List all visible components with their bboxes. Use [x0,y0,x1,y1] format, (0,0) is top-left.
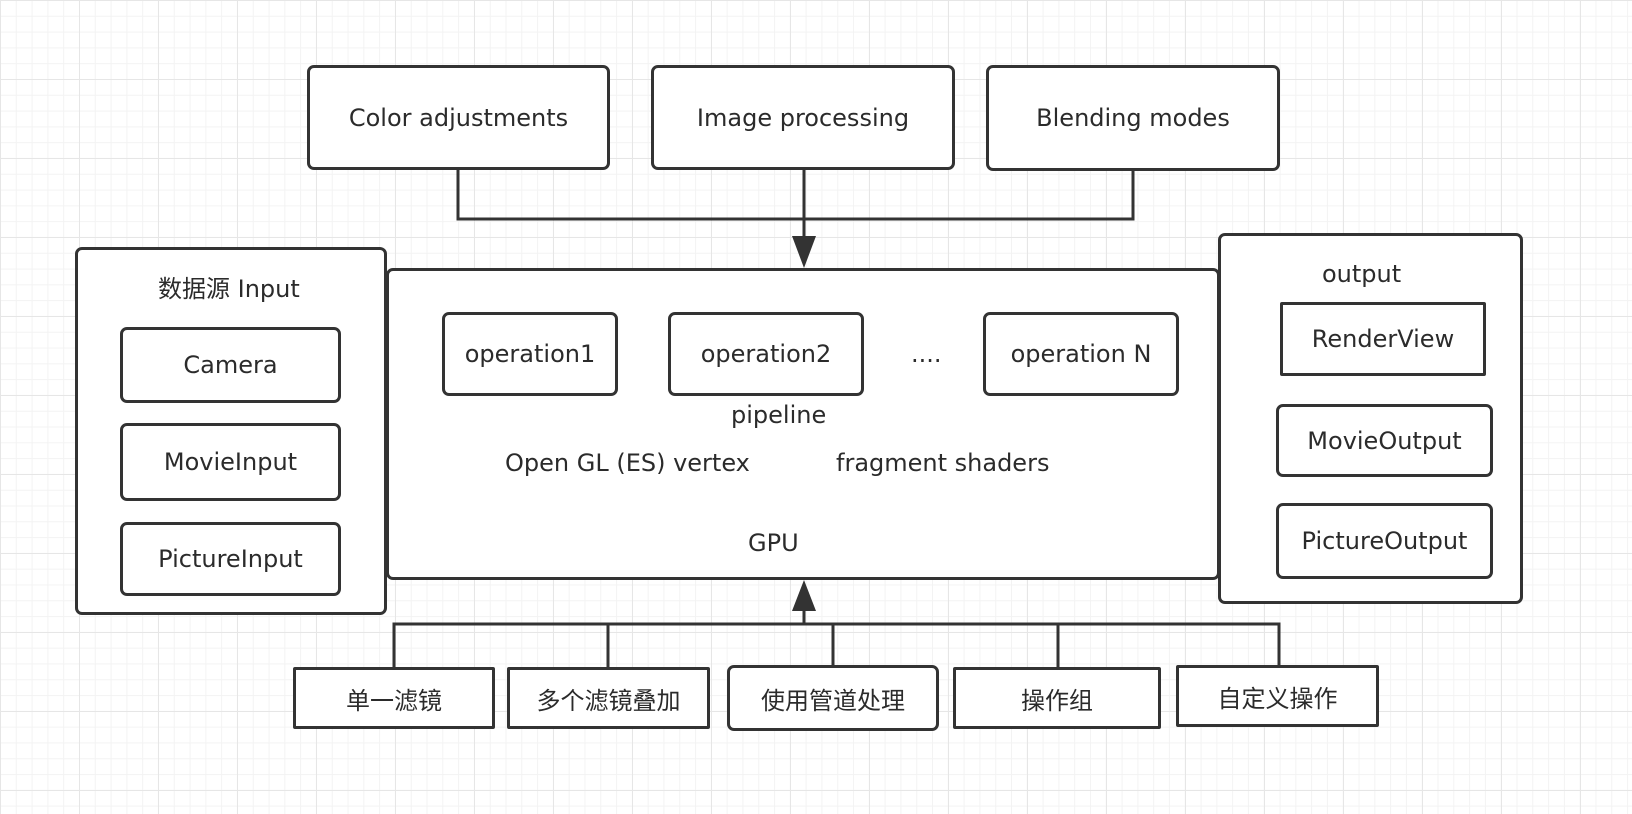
render-view-label: RenderView [1311,325,1455,353]
operation-group-box: 操作组 [953,667,1161,729]
custom-operation-label: 自定义操作 [1217,684,1338,713]
vertex-shader-label: Open GL (ES) vertex [505,449,750,477]
operation1-box: operation1 [442,312,618,396]
input-panel-title: 数据源 Input [158,275,300,303]
single-filter-label: 单一滤镜 [346,686,442,715]
custom-operation-box: 自定义操作 [1176,665,1379,727]
camera-box: Camera [120,327,341,403]
fragment-shader-label: fragment shaders [836,449,1050,477]
arrow-down-to-gpu [792,236,816,268]
pipeline-label: pipeline [731,401,827,429]
operations-ellipsis: .... [911,340,942,368]
image-processing-box: Image processing [651,65,955,170]
connector-usage-bus [392,622,1281,667]
picture-output-box: PictureOutput [1276,503,1493,579]
operation-n-box: operation N [983,312,1179,396]
connector-color-adjustments [456,170,1135,221]
operation1-label: operation1 [464,340,596,368]
picture-input-box: PictureInput [120,522,341,596]
operation2-box: operation2 [668,312,864,396]
pipeline-usage-label: 使用管道处理 [761,686,905,715]
camera-label: Camera [183,351,278,379]
movie-output-box: MovieOutput [1276,404,1493,477]
movie-output-label: MovieOutput [1307,426,1462,455]
operation-n-label: operation N [1010,340,1152,368]
blending-modes-label: Blending modes [1036,104,1230,132]
blending-modes-box: Blending modes [986,65,1280,171]
single-filter-box: 单一滤镜 [293,667,495,729]
operation-group-label: 操作组 [1021,686,1093,715]
image-processing-label: Image processing [696,103,910,132]
multi-filter-label: 多个滤镜叠加 [536,686,681,715]
pipeline-usage-box: 使用管道处理 [727,665,939,731]
movie-input-label: MovieInput [163,448,298,476]
arrow-up-to-gpu [792,580,816,611]
output-panel-title: output [1322,260,1402,288]
operation2-label: operation2 [700,340,832,368]
color-adjustments-label: Color adjustments [348,103,569,132]
gpu-title: GPU [748,529,799,557]
color-adjustments-box: Color adjustments [307,65,610,170]
multi-filter-box: 多个滤镜叠加 [507,667,710,729]
picture-input-label: PictureInput [158,545,303,573]
render-view-box: RenderView [1280,302,1486,376]
movie-input-box: MovieInput [120,423,341,501]
picture-output-label: PictureOutput [1301,527,1468,555]
